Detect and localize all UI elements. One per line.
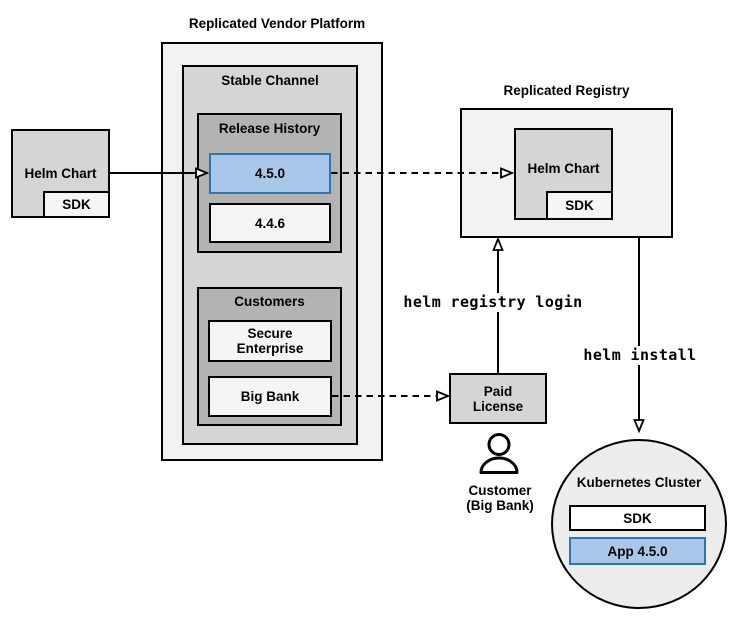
helm-install-command: helm install	[577, 346, 703, 365]
registry-helm-chart-label: Helm Chart	[527, 160, 600, 176]
customer-secure-enterprise-box: Secure Enterprise	[208, 320, 332, 362]
cluster-sdk-box: SDK	[569, 505, 706, 531]
registry-title: Replicated Registry	[503, 83, 630, 98]
arrow-install-to-cluster	[633, 238, 645, 434]
version-label: 4.4.6	[254, 215, 286, 231]
customer-owner-label: Customer (Big Bank)	[466, 483, 534, 513]
registry-sdk-box: SDK	[546, 191, 613, 220]
customers-label: Customers	[234, 294, 305, 309]
paid-license-box: Paid License	[449, 373, 547, 424]
kubernetes-cluster-label: Kubernetes Cluster	[576, 475, 702, 490]
release-history-label: Release History	[218, 121, 321, 136]
cluster-app-label: App 4.5.0	[607, 543, 668, 559]
version-label: 4.5.0	[254, 166, 286, 181]
paid-license-label: Paid License	[472, 383, 524, 414]
cluster-app-box: App 4.5.0	[569, 537, 706, 565]
registry-sdk-label: SDK	[565, 198, 594, 213]
source-helm-chart-label: Helm Chart	[24, 166, 97, 181]
platform-title: Replicated Vendor Platform	[188, 16, 366, 31]
customer-person-icon	[479, 433, 519, 474]
source-sdk-box: SDK	[43, 191, 110, 218]
helm-registry-login-command: helm registry login	[400, 293, 586, 312]
customer-name: Secure Enterprise	[236, 326, 304, 356]
cluster-sdk-label: SDK	[623, 510, 652, 526]
source-sdk-label: SDK	[62, 197, 91, 212]
stable-channel-label: Stable Channel	[221, 73, 319, 88]
customer-name: Big Bank	[240, 389, 300, 404]
version-4-5-0-box: 4.5.0	[209, 153, 331, 194]
customer-big-bank-box: Big Bank	[208, 376, 332, 417]
version-4-4-6-box: 4.4.6	[209, 203, 331, 243]
